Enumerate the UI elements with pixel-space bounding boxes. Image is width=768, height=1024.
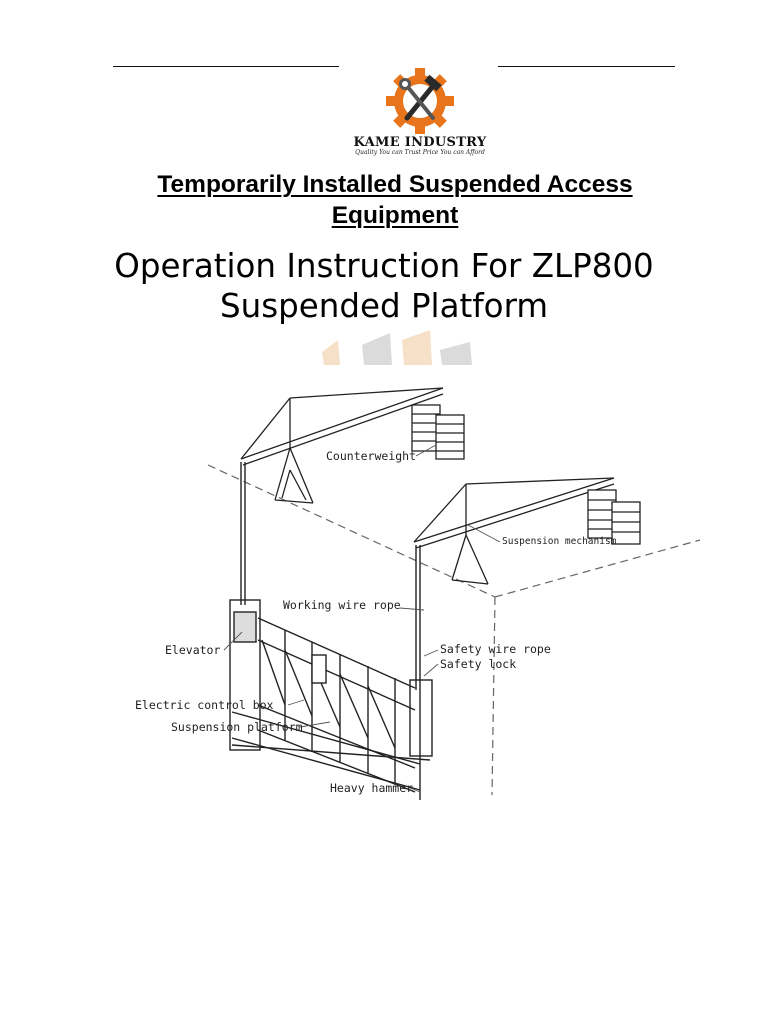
leader-lines	[223, 444, 501, 793]
heading-line-2: Equipment	[331, 202, 459, 229]
title-line-1: Operation Instruction For ZLP800	[114, 247, 654, 285]
crossed-tools-icon	[399, 74, 442, 121]
label-heavy-hammer: Heavy hammer	[330, 781, 413, 795]
label-elevator: Elevator	[165, 643, 220, 657]
document-heading: Temporarily Installed Suspended Access E…	[90, 169, 700, 231]
label-electric-control-box: Electric control box	[135, 698, 274, 712]
header-rule-left	[113, 66, 339, 67]
label-safety-lock: Safety lock	[440, 657, 516, 671]
right-suspension-mechanism	[413, 477, 641, 585]
document-title: Operation Instruction For ZLP800 Suspend…	[60, 246, 708, 326]
kame-industry-logo	[386, 68, 454, 134]
label-safety-wire-rope: Safety wire rope	[440, 642, 551, 656]
title-line-2: Suspended Platform	[219, 287, 549, 325]
label-suspension-mechanism: Suspension mechanism	[502, 536, 617, 547]
heading-line-1: Temporarily Installed Suspended Access	[157, 171, 633, 198]
header-rule-right	[498, 66, 675, 67]
logo-wordmark: KAME INDUSTRY	[353, 135, 487, 150]
building-outline	[207, 464, 701, 796]
wire-ropes	[240, 462, 421, 800]
watermark	[322, 330, 472, 365]
label-suspension-platform: Suspension platform	[171, 720, 303, 734]
logo-tagline: Quality You can Trust Price You can Affo…	[355, 149, 485, 156]
suspended-platform-diagram: Counterweight Suspension mechanism Worki…	[135, 330, 701, 800]
label-working-wire-rope: Working wire rope	[283, 598, 401, 612]
suspension-platform	[229, 599, 433, 793]
label-counterweight: Counterweight	[326, 449, 416, 463]
left-suspension-mechanism	[240, 387, 465, 504]
